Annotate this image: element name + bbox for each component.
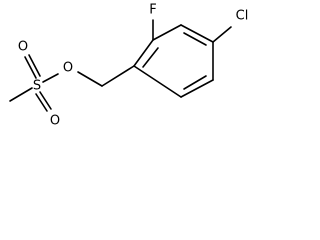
atom-sulfonyl-oxygen-bottom: O <box>50 114 60 129</box>
bond-ring-chlorine <box>212 26 232 43</box>
atom-chlorine: Cl <box>236 9 249 24</box>
atom-sulfonyl-oxygen-top: O <box>18 40 28 55</box>
bond-sulfur-ester-oxygen <box>42 73 59 83</box>
chemical-structure-diagram: F Cl O S O O <box>9 3 249 129</box>
ring-inner-double-2 <box>183 32 207 46</box>
bond-sulfur-oxygen-top-a <box>24 56 37 79</box>
ring-bond-5 <box>180 79 214 98</box>
ring-bond-6 <box>133 65 182 98</box>
ring-bond-2 <box>152 24 182 41</box>
bond-ester-oxygen-methylene <box>77 71 103 87</box>
bond-methylene-ring <box>101 65 135 87</box>
ring-inner-double-1 <box>142 47 159 68</box>
atom-ester-oxygen: O <box>63 61 73 76</box>
bond-methyl-sulfur <box>9 87 33 102</box>
atom-fluorine: F <box>149 3 156 18</box>
atom-sulfur: S <box>33 79 41 94</box>
ring-inner-double-3 <box>183 75 207 90</box>
bond-sulfur-oxygen-bottom-a <box>35 93 48 112</box>
bond-sulfur-oxygen-bottom-b <box>39 91 52 110</box>
ring-bond-3 <box>180 24 214 43</box>
ring-bond-1 <box>133 39 154 67</box>
bond-sulfur-oxygen-top-b <box>28 54 41 77</box>
